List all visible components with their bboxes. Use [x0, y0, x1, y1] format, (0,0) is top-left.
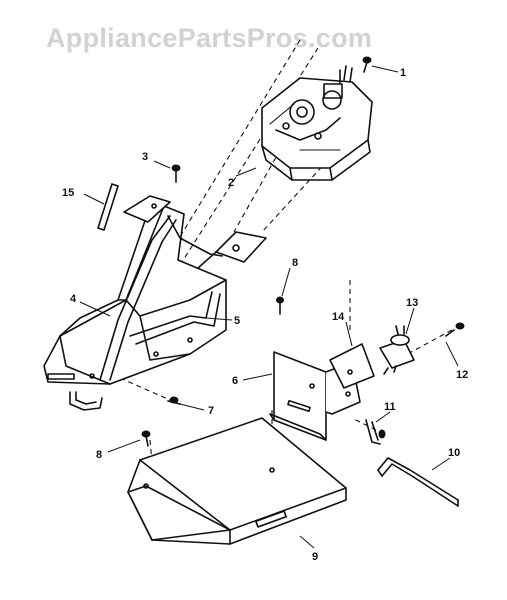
part-7-screw [167, 396, 181, 405]
part-8-upper-screw [276, 296, 284, 315]
callout-13: 13 [406, 297, 418, 309]
part-14-bracket [329, 343, 375, 389]
part-10-rod [377, 457, 459, 507]
callout-8-upper: 8 [292, 257, 298, 269]
part-1-screw [362, 56, 372, 73]
callout-labels: 1 2 3 15 4 5 6 7 8 8 9 10 11 12 13 14 [62, 67, 468, 563]
part-3-screw [171, 164, 181, 183]
callout-8-lower: 8 [96, 449, 102, 461]
callout-14: 14 [332, 311, 345, 323]
callout-3: 3 [142, 151, 148, 163]
callout-15: 15 [62, 187, 74, 199]
callout-2: 2 [228, 177, 234, 189]
part-2-timer-assembly [261, 65, 373, 181]
part-15-rod [97, 183, 119, 231]
callout-6: 6 [232, 375, 238, 387]
callout-12: 12 [456, 369, 468, 381]
callout-7: 7 [208, 405, 214, 417]
callout-10: 10 [448, 447, 460, 459]
part-13-switch [379, 325, 415, 375]
watermark-text: AppliancePartsPros.com [46, 23, 372, 53]
callout-5: 5 [234, 315, 240, 327]
callout-4: 4 [70, 293, 77, 305]
part-12-screw [445, 322, 465, 337]
part-4-5-channel-bracket [43, 195, 267, 411]
callout-leader-lines [79, 65, 459, 549]
callout-9: 9 [312, 551, 318, 563]
part-8-lower-screw [141, 430, 151, 447]
callout-1: 1 [400, 67, 406, 79]
part-11-clip [365, 419, 386, 445]
callout-11: 11 [384, 401, 396, 413]
part-9-tray [127, 417, 347, 545]
